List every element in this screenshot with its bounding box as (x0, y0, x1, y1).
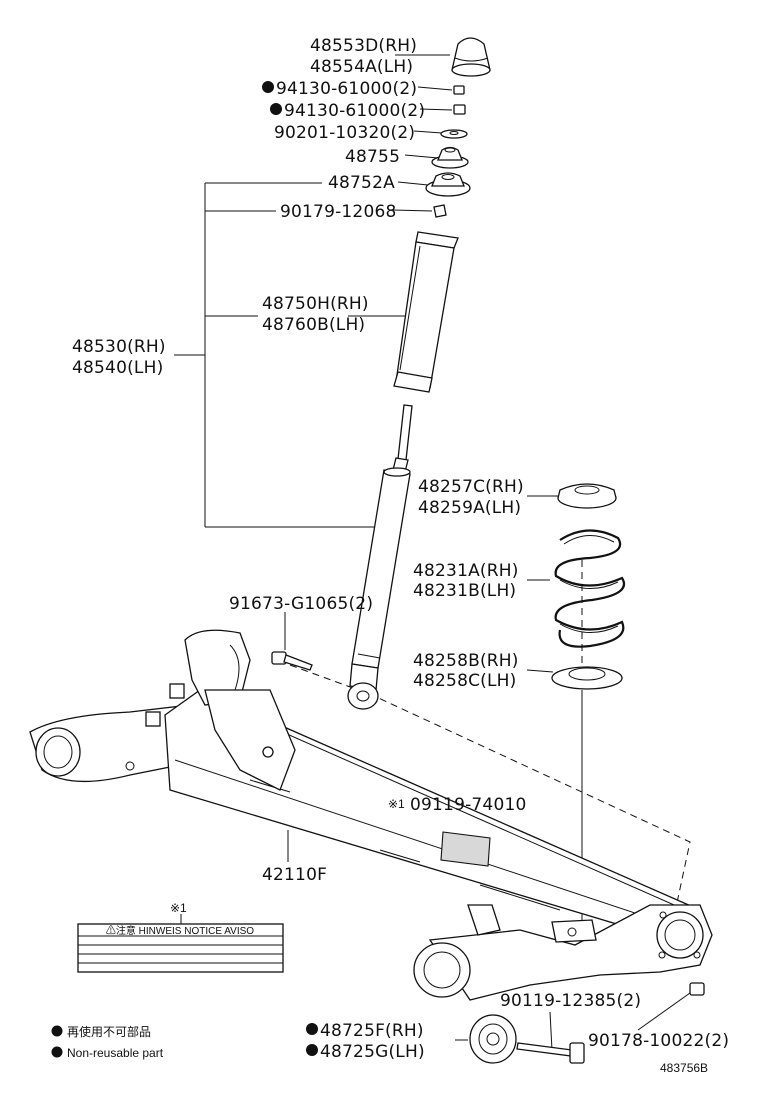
label-94130-b: 94130-61000(2) (284, 101, 425, 121)
nut-94130-b (453, 104, 466, 115)
legend-text-en: Non-reusable part (67, 1046, 164, 1060)
bump-stopper (451, 37, 491, 77)
nut-90178 (689, 982, 705, 996)
label-90119: 90119-12385(2) (500, 991, 641, 1011)
label-48760b: 48760B(LH) (262, 315, 365, 335)
non-reusable-mark-4 (306, 1044, 318, 1056)
notice-sticker-graphic (440, 831, 491, 867)
upper-insulator (557, 483, 617, 509)
label-90201: 90201-10320(2) (274, 123, 415, 143)
part-labels: 48553D(RH) 48554A(LH) 94130-61000(2) 941… (72, 36, 729, 1062)
label-90179: 90179-12068 (280, 202, 397, 222)
nut-94130-a (453, 85, 465, 95)
label-48752a: 48752A (328, 173, 395, 193)
bolt-90119 (516, 1042, 585, 1064)
legend-text-jp: 再使用不可部品 (67, 1024, 151, 1039)
label-48725f: 48725F(RH) (320, 1021, 424, 1041)
legend: 再使用不可部品 Non-reusable part (51, 1024, 164, 1060)
label-91673: 91673-G1065(2) (229, 594, 373, 614)
axle-beam (29, 629, 713, 1001)
label-48725g: 48725G(LH) (320, 1042, 425, 1062)
label-48231a: 48231A(RH) (413, 561, 519, 581)
label-48553d: 48553D(RH) (310, 36, 417, 56)
non-reusable-mark-2 (270, 103, 282, 115)
label-48750h: 48750H(RH) (262, 294, 369, 314)
label-42110f: 42110F (262, 865, 327, 885)
label-94130-a: 94130-61000(2) (276, 79, 417, 99)
legend-dot-en (51, 1046, 63, 1058)
label-48755: 48755 (345, 147, 400, 167)
label-48258b: 48258B(RH) (413, 651, 519, 671)
support-48752a (425, 172, 471, 197)
label-09119: 09119-74010 (410, 795, 527, 815)
label-48258c: 48258C(LH) (413, 671, 516, 691)
notice-label-text: ⚠注意 HINWEIS NOTICE AVISO (106, 924, 254, 937)
notice-label: ⚠注意 HINWEIS NOTICE AVISO (77, 923, 284, 973)
legend-dot-jp (51, 1025, 63, 1037)
label-48231b: 48231B(LH) (413, 581, 516, 601)
coil-spring (554, 529, 625, 648)
notice-ref-mark: ※1 (388, 797, 405, 811)
notice-ref-mark-2: ※1 (170, 901, 187, 915)
label-48540: 48540(LH) (72, 358, 163, 378)
non-reusable-mark-3 (306, 1023, 318, 1035)
label-48259a: 48259A(LH) (418, 498, 521, 518)
nut-90179 (433, 204, 447, 218)
label-48554a: 48554A(LH) (310, 57, 413, 77)
bellows (393, 231, 459, 393)
shock-absorber-body (347, 467, 411, 710)
washer-90201 (440, 129, 468, 139)
piston-rod (392, 404, 413, 473)
bushing (469, 1014, 517, 1064)
label-48257c: 48257C(RH) (418, 477, 524, 497)
label-48530: 48530(RH) (72, 337, 166, 357)
support-cover-48755 (431, 146, 469, 169)
lower-insulator (551, 666, 623, 690)
non-reusable-mark-1 (262, 81, 274, 93)
bolt-91673 (271, 651, 313, 671)
diagram-id: 483756B (660, 1061, 708, 1075)
label-90178: 90178-10022(2) (588, 1031, 729, 1051)
